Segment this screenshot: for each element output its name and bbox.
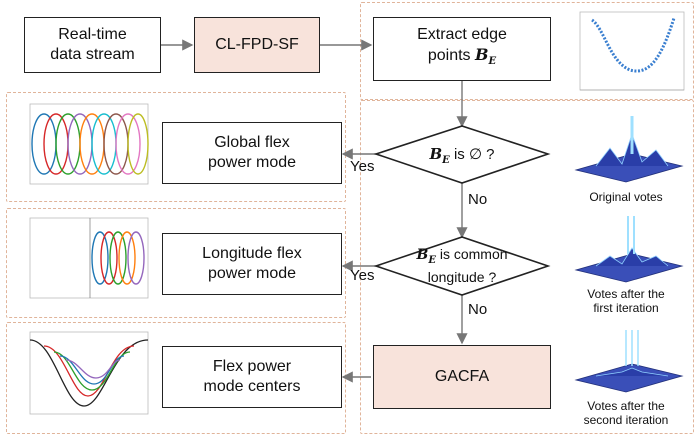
thumb-longitude-curves xyxy=(14,212,154,312)
node-clfpd-sf: CL-FPD-SF xyxy=(194,17,320,73)
dashed-group-extract xyxy=(360,2,694,100)
decision-empty-text: BE is ∅ ? xyxy=(429,145,495,166)
node-extract-edge-line2: points BE xyxy=(427,45,497,68)
decision-common-text: BE is common longitude ? xyxy=(416,246,508,285)
decision-diamond-common xyxy=(373,236,551,296)
caption-votes-first: Votes after the first iteration xyxy=(587,287,665,315)
node-clfpd-sf-label: CL-FPD-SF xyxy=(215,36,299,53)
edge-label-no-2: No xyxy=(468,301,488,318)
node-longitude-flex: Longitude flex power mode xyxy=(162,233,342,295)
node-gacfa: GACFA xyxy=(373,345,551,409)
thumb-global-curves xyxy=(14,98,154,198)
caption-original-votes: Original votes xyxy=(589,190,663,204)
node-flex-centers: Flex power mode centers xyxy=(162,346,342,408)
edge-label-yes-2: Yes xyxy=(350,267,375,284)
dashed-group-right xyxy=(360,100,694,434)
node-realtime-stream-label: Real-time data stream xyxy=(50,26,135,63)
node-extract-edge: Extract edge points BE xyxy=(373,17,551,81)
thumb-original-votes xyxy=(566,110,692,190)
edge-label-no-1: No xyxy=(468,191,488,208)
thumb-votes-second xyxy=(566,320,692,398)
dashed-group-global xyxy=(6,92,346,202)
caption-votes-second: Votes after the second iteration xyxy=(583,399,669,427)
node-gacfa-label: GACFA xyxy=(434,368,490,385)
node-global-flex: Global flex power mode xyxy=(162,122,342,184)
node-flex-centers-label: Flex power mode centers xyxy=(203,358,301,395)
thumb-votes-first xyxy=(566,208,692,288)
node-longitude-flex-label: Longitude flex power mode xyxy=(202,245,302,282)
math-b-e: BE xyxy=(475,45,497,68)
decision-diamond-empty xyxy=(373,125,551,184)
thumb-centers-curves xyxy=(14,326,154,430)
node-realtime-stream: Real-time data stream xyxy=(24,17,161,73)
thumb-edge-points xyxy=(570,6,690,98)
node-extract-edge-line1: Extract edge xyxy=(417,26,507,44)
node-global-flex-label: Global flex power mode xyxy=(207,134,297,171)
edge-label-yes-1: Yes xyxy=(350,158,375,175)
